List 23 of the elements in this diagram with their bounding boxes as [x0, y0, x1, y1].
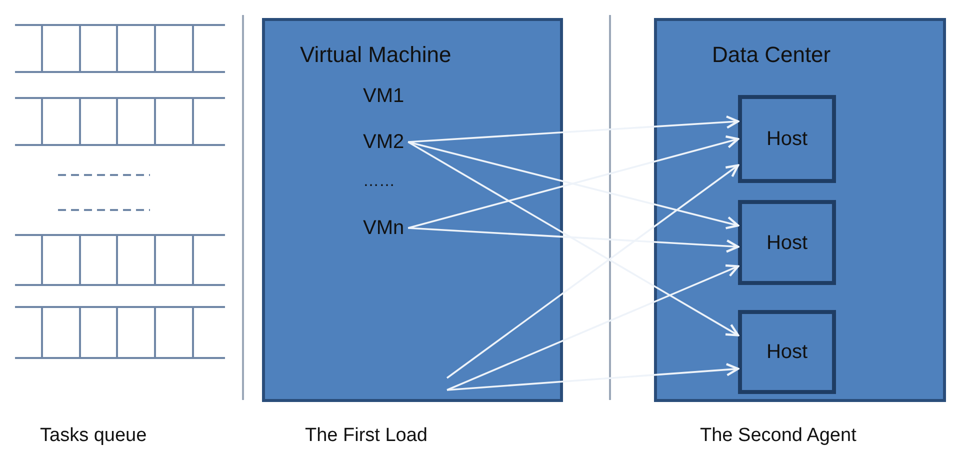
panel-title: Data Center: [712, 43, 831, 68]
host-label: Host: [766, 341, 808, 363]
vm-label: VMn: [363, 217, 404, 239]
arrow: [446, 164, 740, 379]
arrow: [446, 362, 740, 391]
arrow: [446, 264, 740, 391]
vm-label: VM2: [363, 131, 404, 153]
host-label: Host: [766, 232, 808, 254]
caption-label: The First Load: [305, 425, 428, 447]
vm-label: VM1: [363, 85, 404, 107]
arrow: [408, 115, 740, 143]
panel-box: [262, 18, 563, 402]
caption-label: The Second Agent: [700, 425, 856, 447]
arrow: [408, 227, 740, 253]
host-box: [738, 310, 836, 394]
panel-title: Virtual Machine: [300, 43, 452, 68]
host-label: Host: [766, 128, 808, 150]
host-box: [738, 200, 836, 285]
arrow: [408, 141, 740, 336]
vm-label: ……: [363, 173, 395, 191]
panel-box: [654, 18, 946, 402]
caption-label: Tasks queue: [40, 425, 147, 447]
host-box: [738, 95, 836, 183]
